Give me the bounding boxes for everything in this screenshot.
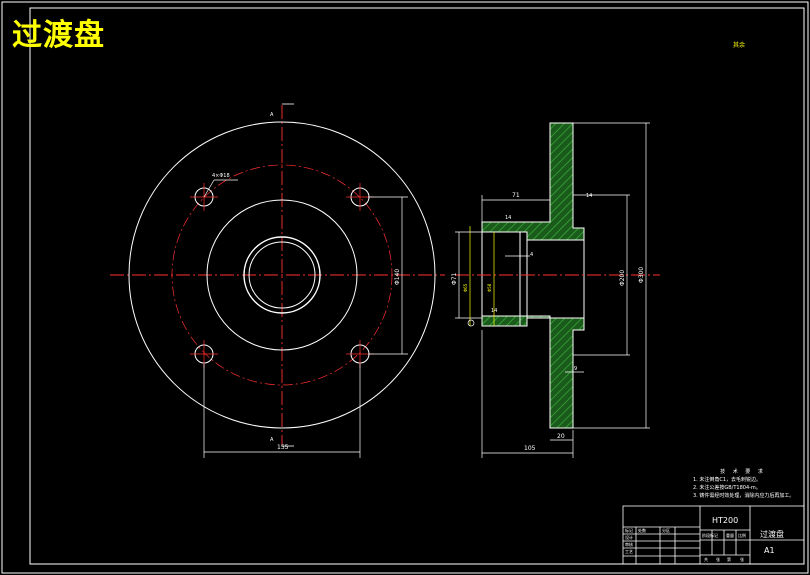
outer-circle <box>128 121 436 429</box>
dim-top-width: 71 <box>512 192 520 199</box>
tech-req-heading: 技 术 要 求 <box>720 469 766 475</box>
dim-hub-dia: Φ71 <box>451 272 458 285</box>
tb-mid-label-1: 重量 <box>726 532 734 538</box>
dim-groove: 9 <box>574 366 577 372</box>
dim-flange-thk: 20 <box>557 433 565 440</box>
dim-chamfer: 14 <box>491 308 497 314</box>
dim-bore-large: Φ65 <box>463 283 468 292</box>
section-mark-top: A <box>270 112 274 118</box>
section-mark-bottom: A <box>270 437 274 443</box>
tech-req-item-1: 1. 未注倒角C1，去毛刺锐边。 <box>693 477 762 483</box>
tb-bottom-label-1: 张 <box>716 556 720 562</box>
dim-horizontal: 155 <box>277 444 289 451</box>
dim-step: 4 <box>530 252 533 258</box>
dim-total-len: 105 <box>524 445 536 452</box>
inner-border <box>29 7 805 565</box>
tb-bottom-label-2: 第 <box>727 556 731 562</box>
dim-flange-left: 14 <box>505 215 511 221</box>
tb-part-name: 过渡盘 <box>760 529 784 539</box>
dim-bore-small: Φ58 <box>487 283 492 292</box>
tb-row-label-1: 审核 <box>625 541 633 547</box>
tb-row-label-0: 设计 <box>625 534 633 540</box>
front-view <box>110 103 445 458</box>
dim-outer: Φ300 <box>638 267 645 283</box>
section-view <box>455 122 660 458</box>
hole-label: 4×Φ18 <box>212 173 230 179</box>
tb-row-label-4: 处数 <box>638 527 646 533</box>
tb-bottom-label-0: 共 <box>704 556 708 562</box>
roughness-note: 其余 <box>733 42 746 49</box>
tb-row-label-2: 工艺 <box>625 549 633 554</box>
tb-drawing-no: A1 <box>764 546 775 555</box>
tb-mid-label-0: 阶段标记 <box>702 532 718 538</box>
dim-flange-right: 14 <box>586 193 592 199</box>
dim-vertical: Φ140 <box>394 269 401 285</box>
tb-row-label-3: 标记 <box>625 527 633 533</box>
tech-req-item-2: 2. 未注公差按GB/T1804-m。 <box>693 485 761 491</box>
tb-material: HT200 <box>712 516 738 525</box>
tb-row-label-5: 分区 <box>662 527 670 533</box>
title-block <box>622 505 805 565</box>
tb-mid-label-2: 比例 <box>738 532 746 538</box>
tech-req-item-3: 3. 铸件需经时效处理，消除内应力后再加工。 <box>693 493 795 499</box>
tech-requirements: 技 术 要 求 1. 未注倒角C1，去毛刺锐边。 2. 未注公差按GB/T180… <box>693 468 794 500</box>
tb-bottom-label-3: 张 <box>740 556 744 562</box>
dim-pcd: Φ200 <box>619 270 626 286</box>
drawing-title: 过渡盘 <box>12 18 105 53</box>
